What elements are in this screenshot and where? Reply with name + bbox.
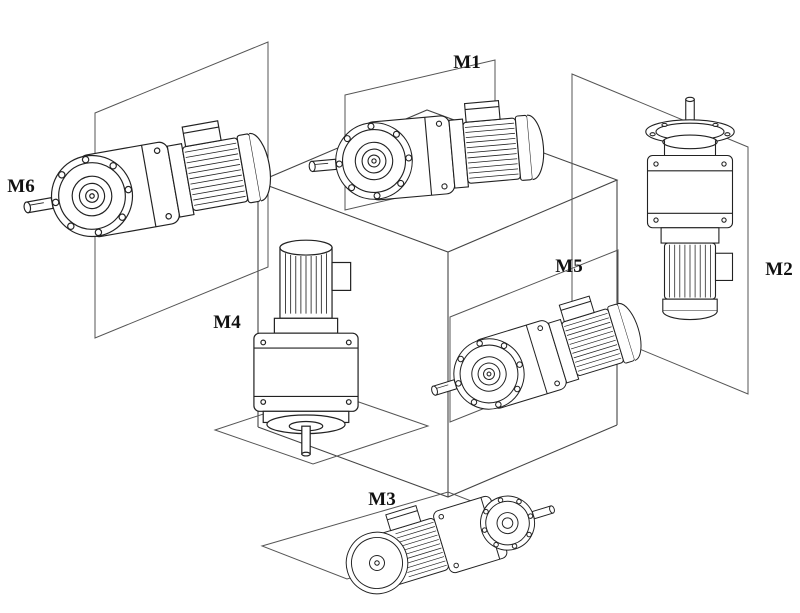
gearmotor-m6 xyxy=(14,112,278,250)
m4-gearbox xyxy=(253,332,359,412)
m2-cooling-fins xyxy=(669,244,711,298)
gearmotor-m3 xyxy=(345,495,555,595)
gearmotor-m4 xyxy=(253,239,359,457)
m2-output-flange xyxy=(645,119,735,150)
label-m2: M2 xyxy=(765,259,792,280)
m4-adapter xyxy=(273,317,339,334)
m3-output-flange xyxy=(480,495,536,551)
m3-cooling-fins xyxy=(395,521,447,578)
m2-fan-cover xyxy=(662,298,718,321)
mounting-plane-m6 xyxy=(94,41,269,339)
m3-fan-cover xyxy=(345,531,409,595)
label-m6: M6 xyxy=(7,176,34,197)
cube-wireframe xyxy=(256,109,619,498)
label-m3: M3 xyxy=(368,489,395,510)
m4-terminal-box xyxy=(331,261,352,292)
gearmotor-m1 xyxy=(304,96,548,207)
label-m5: M5 xyxy=(555,256,582,277)
m4-output-shaft xyxy=(301,425,311,457)
m4-cooling-fins xyxy=(285,253,327,314)
gearmotor-m5 xyxy=(418,284,650,427)
m2-adapter xyxy=(660,227,720,244)
m2-gearbox xyxy=(646,140,734,229)
label-m1: M1 xyxy=(453,52,480,73)
gearmotor-m2 xyxy=(645,96,735,321)
m3-output-shaft xyxy=(531,505,555,520)
m3-terminal-lid xyxy=(387,510,418,521)
m2-terminal-box xyxy=(714,252,734,282)
label-m4: M4 xyxy=(213,312,241,333)
